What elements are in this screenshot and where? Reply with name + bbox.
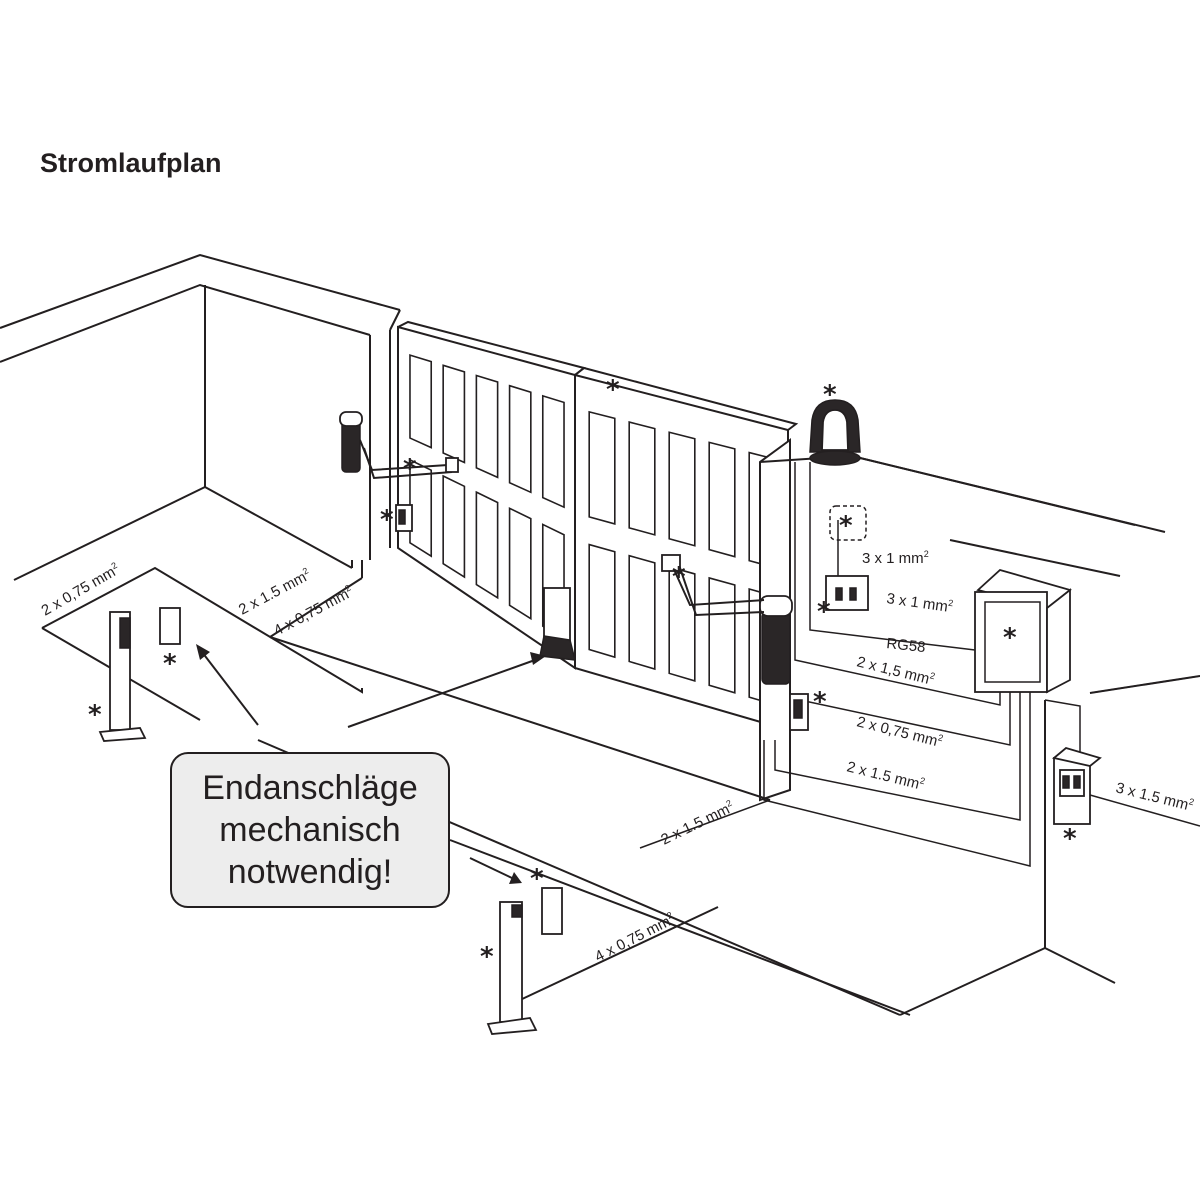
left-wall xyxy=(0,253,401,581)
asterisk-markers: * * * * * * * * * * * * * * xyxy=(88,375,1077,972)
gate-panel xyxy=(708,576,736,694)
callout-line-1: Endanschläge xyxy=(202,769,418,807)
label-lower: 2 x 1.5 mm xyxy=(845,758,921,792)
svg-text:2 x 0,75 mm2: 2 x 0,75 mm2 xyxy=(38,560,123,619)
label-keypad-2: 3 x 1 mm xyxy=(885,590,948,615)
keyswitch-icon xyxy=(825,575,869,611)
label-rg58: RG58 xyxy=(886,635,927,656)
callout-note: Endanschläge mechanisch notwendig! xyxy=(170,752,450,908)
left-stop-icon xyxy=(159,607,181,645)
front-photocell-post-icon xyxy=(486,901,538,1035)
label-photocell: 2 x 0,75 mm xyxy=(855,713,939,749)
gate-panel xyxy=(475,374,499,479)
marker-left-post: * xyxy=(88,700,102,730)
marker-left-photocell: * xyxy=(380,505,394,535)
photocell-icon xyxy=(395,504,809,731)
svg-text:2 x 1,5 mm2: 2 x 1,5 mm2 xyxy=(855,652,936,689)
marker-front-stop: * xyxy=(530,864,544,894)
antenna-icon xyxy=(829,505,867,541)
arrows xyxy=(196,644,546,884)
marker-front-post: * xyxy=(480,942,494,972)
gate-panel xyxy=(442,474,466,579)
svg-text:3 x 1.5 mm2: 3 x 1.5 mm2 xyxy=(1114,778,1195,815)
gate-panel xyxy=(541,394,565,509)
marker-mains: * xyxy=(1063,824,1077,854)
callout-line-2: mechanisch xyxy=(219,811,401,849)
gate-panel xyxy=(475,490,499,600)
label-keypad-1: 3 x 1 mm xyxy=(862,550,924,567)
marker-lamp: * xyxy=(823,380,837,410)
gate-panel xyxy=(508,507,532,621)
gate-panel xyxy=(628,421,656,536)
gate-panel xyxy=(668,565,696,683)
gate-panel xyxy=(588,410,616,525)
marker-left-arm: * xyxy=(403,454,417,484)
marker-control: * xyxy=(1003,623,1017,653)
svg-text:2 x 1.5 mm2: 2 x 1.5 mm2 xyxy=(845,757,926,794)
gate-panel xyxy=(409,354,433,449)
gate-panel xyxy=(442,364,466,464)
gate-panel xyxy=(508,384,532,494)
label-front-post: 4 x 0,75 mm xyxy=(592,913,673,966)
svg-text:2 x 1.5 mm2: 2 x 1.5 mm2 xyxy=(658,798,737,849)
left-photocell-post-icon xyxy=(98,611,147,742)
right-wall xyxy=(759,438,1200,1016)
cable-routes xyxy=(639,462,1200,867)
right-motor-icon xyxy=(661,554,793,685)
front-stop-icon xyxy=(541,887,563,935)
marker-keyswitch: * xyxy=(817,597,831,627)
svg-text:3 x 1 mm2: 3 x 1 mm2 xyxy=(885,589,954,616)
gate-panel xyxy=(668,431,696,547)
diagram-title: Stromlaufplan xyxy=(40,148,222,178)
gate-panel xyxy=(628,554,656,671)
label-motor-right: 2 x 1,5 mm xyxy=(855,653,931,687)
label-ground: 2 x 1.5 mm xyxy=(658,801,732,849)
gate-panels xyxy=(409,354,776,706)
svg-text:4 x 0,75 mm2: 4 x 0,75 mm2 xyxy=(592,910,678,966)
svg-text:2 x 0,75 mm2: 2 x 0,75 mm2 xyxy=(855,712,944,751)
marker-left-stop: * xyxy=(163,649,177,679)
flashing-lamp-icon xyxy=(809,399,861,466)
marker-gate: * xyxy=(606,375,620,405)
label-mains: 3 x 1.5 mm xyxy=(1114,779,1190,813)
svg-text:3 x 1 mm2: 3 x 1 mm2 xyxy=(862,549,929,567)
marker-right-arm: * xyxy=(672,562,686,592)
label-left-post: 2 x 0,75 mm xyxy=(39,563,119,619)
callout-line-3: notwendig! xyxy=(227,853,393,891)
gate-stop-icon xyxy=(539,587,576,661)
control-box-icon xyxy=(974,568,1072,694)
marker-photocell: * xyxy=(813,687,827,717)
gate-panel xyxy=(588,543,616,659)
mains-switch-icon xyxy=(1052,747,1102,825)
left-motor-icon xyxy=(339,411,459,480)
gate-panel xyxy=(708,441,736,558)
marker-antenna: * xyxy=(839,511,853,541)
